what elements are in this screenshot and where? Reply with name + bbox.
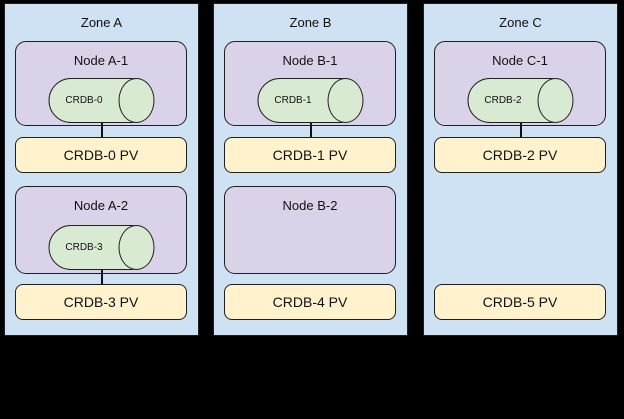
crdb-1-pv-label: CRDB-1 PV (272, 147, 348, 163)
crdb-2-pv-box: CRDB-2 PV (434, 137, 606, 173)
node-b2-box: Node B-2 (224, 186, 396, 274)
crdb-3-cylinder: CRDB-3 (48, 224, 154, 270)
zone-c-title: Zone C (499, 15, 542, 30)
crdb-4-pv-label: CRDB-4 PV (272, 294, 348, 310)
crdb-5-pv-label: CRDB-5 PV (482, 294, 558, 310)
crdb-0-label: CRDB-0 (65, 95, 103, 106)
crdb-1-cylinder: CRDB-1 (257, 77, 363, 123)
node-c1-box: Node C-1 CRDB-2 (434, 41, 606, 126)
crdb-3-label: CRDB-3 (65, 242, 103, 253)
crdb-1-cylinder-cap (327, 77, 363, 123)
zone-c-box: Zone C Node C-1 CRDB-2 CRDB-2 PV CRDB-5 … (423, 3, 618, 336)
crdb-0-cylinder-cap (118, 77, 154, 123)
crdb-1-pv-connector (309, 123, 312, 137)
crdb-0-cylinder: CRDB-0 (48, 77, 154, 123)
crdb-3-pv-box: CRDB-3 PV (15, 284, 187, 320)
crdb-3-cylinder-cap (118, 224, 154, 270)
node-a1-box: Node A-1 CRDB-0 (15, 41, 187, 126)
crdb-2-label: CRDB-2 (484, 95, 522, 106)
zone-a-title: Zone A (80, 15, 123, 30)
crdb-0-pv-connector (100, 123, 103, 137)
crdb-2-cylinder: CRDB-2 (467, 77, 573, 123)
crdb-5-pv-box: CRDB-5 PV (434, 284, 606, 320)
crdb-2-pv-connector (519, 123, 522, 137)
crdb-0-pv-label: CRDB-0 PV (63, 147, 139, 163)
crdb-0-pv-box: CRDB-0 PV (15, 137, 187, 173)
zone-a-box: Zone A Node A-1 CRDB-0 CRDB-0 PV Node A-… (4, 3, 199, 336)
node-b1-title: Node B-1 (282, 53, 338, 68)
crdb-3-pv-connector (100, 269, 103, 284)
crdb-2-pv-label: CRDB-2 PV (482, 147, 558, 163)
crdb-4-pv-box: CRDB-4 PV (224, 284, 396, 320)
crdb-3-pv-label: CRDB-3 PV (63, 294, 139, 310)
zone-b-box: Zone B Node B-1 CRDB-1 CRDB-1 PV Node B-… (213, 3, 408, 336)
node-b1-box: Node B-1 CRDB-1 (224, 41, 396, 126)
node-a2-box: Node A-2 CRDB-3 (15, 186, 187, 274)
node-a2-title: Node A-2 (73, 198, 129, 213)
crdb-1-pv-box: CRDB-1 PV (224, 137, 396, 173)
crdb-1-label: CRDB-1 (274, 95, 312, 106)
zone-b-title: Zone B (289, 15, 332, 30)
node-c1-title: Node C-1 (492, 53, 548, 68)
crdb-2-cylinder-cap (537, 77, 573, 123)
node-b2-title: Node B-2 (282, 198, 338, 213)
node-a1-title: Node A-1 (73, 53, 129, 68)
